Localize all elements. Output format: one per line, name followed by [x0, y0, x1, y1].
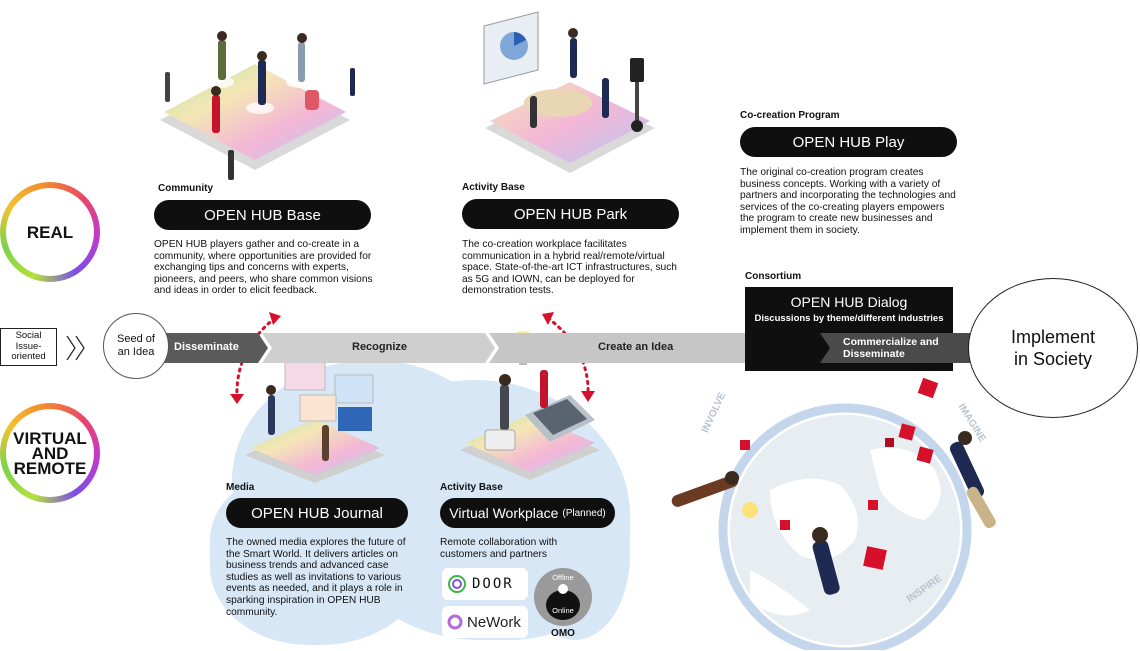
nework-logo: NeWork: [442, 606, 528, 638]
door-logo: DOOR: [442, 568, 528, 600]
park-description: The co-creation workplace facilitates co…: [462, 239, 677, 297]
flow-create-idea: Create an Idea: [598, 341, 674, 353]
dotted-arrow-right: [542, 312, 595, 402]
real-ring: REAL: [0, 182, 100, 282]
virtual-ring: VIRTUAL AND REMOTE: [0, 403, 100, 503]
open-hub-play-pill: OPEN HUB Play: [740, 127, 957, 157]
seed-of-idea-circle: Seed of an Idea: [103, 313, 169, 379]
virtual-label: VIRTUAL AND REMOTE: [6, 409, 94, 497]
journal-category: Media: [226, 482, 255, 493]
double-chevron-icon: [66, 335, 85, 361]
open-hub-base-pill: OPEN HUB Base: [154, 200, 371, 230]
omo-online-circle: Online: [546, 590, 580, 620]
park-category: Activity Base: [462, 182, 525, 193]
omo-person-head-icon: [558, 584, 568, 594]
virtual-workplace-category: Activity Base: [440, 482, 503, 493]
real-label: REAL: [6, 188, 94, 276]
virtual-workplace-pill: Virtual Workplace (Planned): [440, 498, 615, 528]
dialog-category: Consortium: [745, 271, 802, 282]
globe-illustration: [671, 377, 996, 650]
flow-disseminate: Disseminate: [174, 341, 239, 353]
virtual-workplace-illustration: [460, 331, 600, 480]
community-description: OPEN HUB players gather and co-create in…: [154, 239, 373, 297]
flow-recognize: Recognize: [352, 341, 408, 353]
omo-offline-label: Offline: [552, 573, 574, 582]
community-illustration: [160, 31, 355, 180]
commercialize-arrow: [820, 333, 994, 363]
open-hub-journal-pill: OPEN HUB Journal: [226, 498, 408, 528]
virtual-workplace-description: Remote collaboration with customers and …: [440, 537, 558, 560]
social-issue-box: Social Issue- oriented: [0, 328, 57, 366]
journal-illustration: [245, 359, 385, 483]
omo-circle: Offline Online: [534, 568, 592, 626]
omo-label: OMO: [551, 628, 575, 639]
nework-logo-text: NeWork: [467, 613, 521, 631]
dotted-arrow-left: [230, 312, 281, 404]
implement-in-society-circle: Implement in Society: [968, 278, 1138, 418]
play-description: The original co-creation program creates…: [740, 167, 956, 236]
dialog-title: OPEN HUB Dialog: [790, 294, 908, 310]
door-logo-icon: [448, 575, 466, 593]
play-category: Co-creation Program: [740, 110, 840, 121]
flow-commercialize: Commercialize and Disseminate: [843, 336, 939, 360]
journal-description: The owned media explores the future of t…: [226, 537, 406, 618]
nework-logo-icon: [447, 614, 463, 630]
open-hub-park-pill: OPEN HUB Park: [462, 199, 679, 229]
dialog-subtitle: Discussions by theme/different industrie…: [754, 313, 944, 324]
park-illustration: [483, 11, 655, 173]
door-logo-text: DOOR: [472, 576, 514, 592]
community-category: Community: [158, 183, 213, 194]
